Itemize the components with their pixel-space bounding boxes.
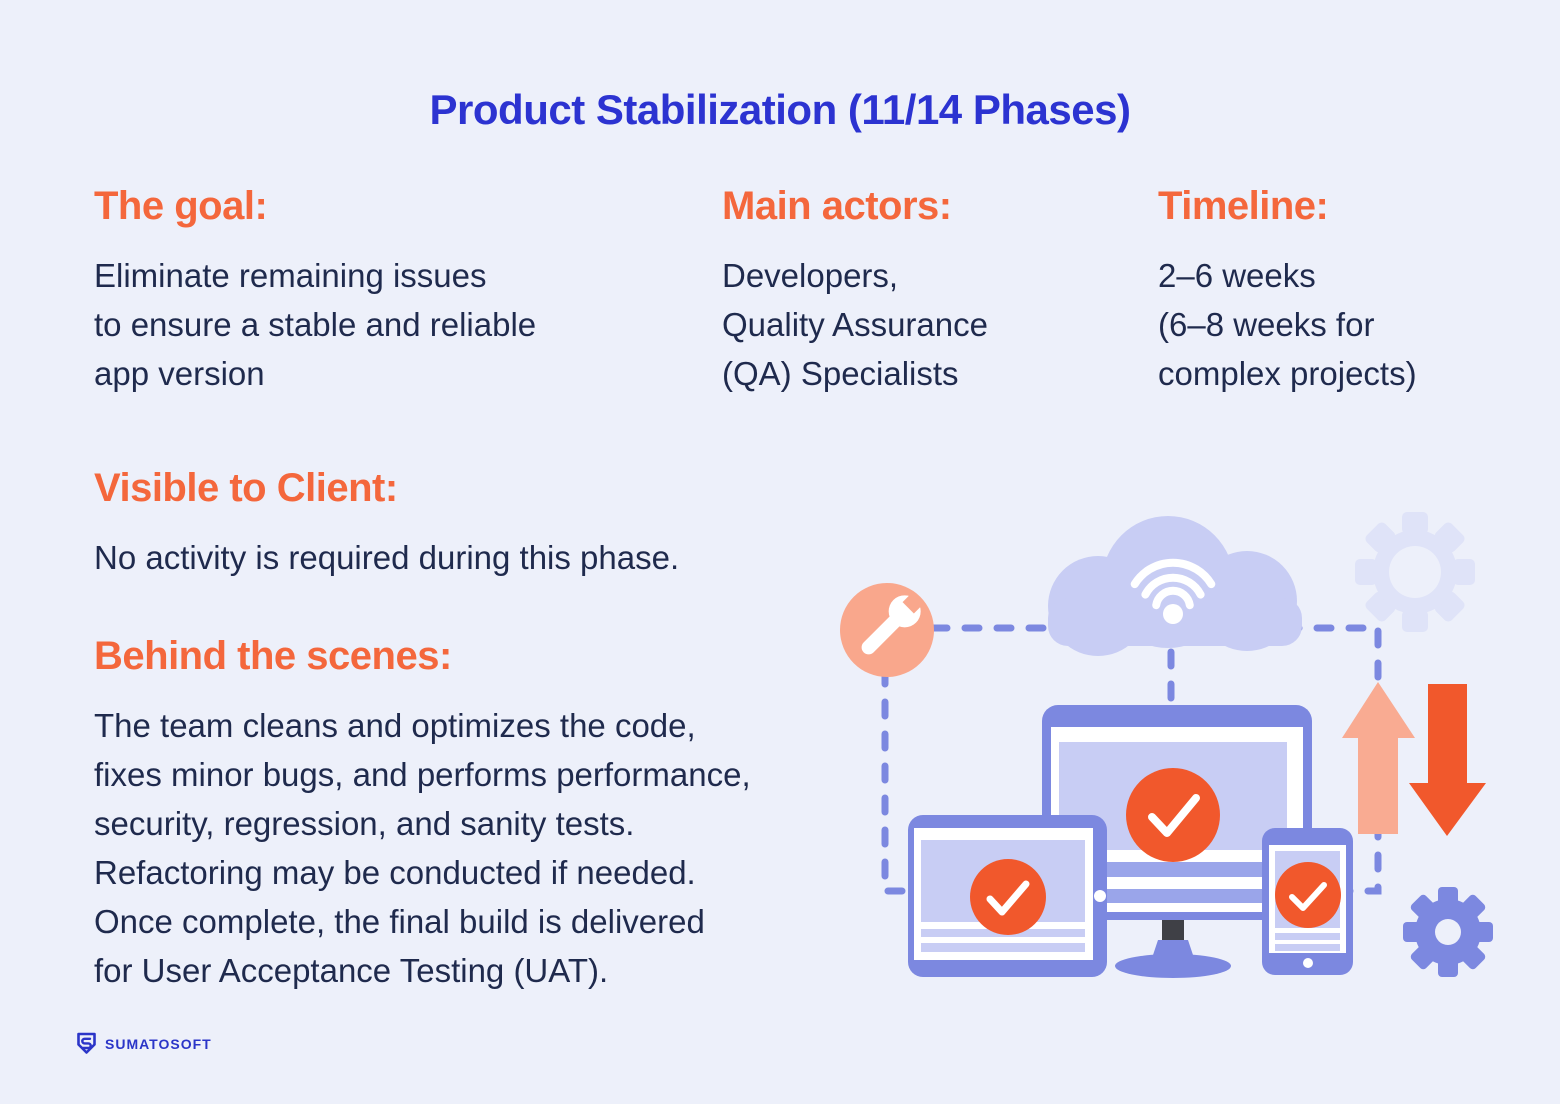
- tablet-icon: [908, 815, 1107, 977]
- check-badge: [970, 859, 1046, 935]
- timeline-heading: Timeline:: [1158, 184, 1329, 228]
- section-main-actors: Main actors: Developers, Quality Assuran…: [722, 184, 1152, 398]
- main-actors-heading: Main actors:: [722, 184, 952, 228]
- goal-body: Eliminate remaining issues to ensure a s…: [94, 257, 537, 392]
- check-badge: [1126, 768, 1220, 862]
- behind-the-scenes-heading: Behind the scenes:: [94, 634, 452, 678]
- checkmark-icon: [1289, 882, 1327, 911]
- section-timeline: Timeline: 2–6 weeks (6–8 weeks for compl…: [1158, 184, 1558, 398]
- wifi-icon: [1130, 558, 1216, 610]
- sumatosoft-logo: SUMATOSOFT: [76, 1032, 212, 1055]
- phone-icon: [1262, 828, 1353, 975]
- down-arrow-icon: [1409, 684, 1486, 836]
- timeline-body: 2–6 weeks (6–8 weeks for complex project…: [1158, 257, 1417, 392]
- wrench-icon: [840, 583, 934, 677]
- monitor-base: [1115, 954, 1231, 978]
- page-title: Product Stabilization (11/14 Phases): [429, 86, 1131, 134]
- goal-heading: The goal:: [94, 184, 268, 228]
- cloud-icon: [1048, 516, 1302, 656]
- monitor-neck: [1162, 918, 1184, 942]
- tablet-camera-dot: [1094, 890, 1106, 902]
- visible-to-client-heading: Visible to Client:: [94, 466, 398, 510]
- gear-icon: [1403, 887, 1493, 977]
- gear-outline-icon: [1355, 512, 1475, 632]
- sumatosoft-logo-icon: [77, 1032, 96, 1054]
- section-goal: The goal: Eliminate remaining issues to …: [94, 184, 694, 398]
- checkmark-icon: [986, 880, 1030, 916]
- checkmark-icon: [1148, 794, 1200, 837]
- main-actors-body: Developers, Quality Assurance (QA) Speci…: [722, 257, 988, 392]
- section-visible-to-client: Visible to Client: No activity is requir…: [94, 466, 914, 582]
- wifi-dot: [1163, 604, 1183, 624]
- behind-the-scenes-body: The team cleans and optimizes the code, …: [94, 707, 751, 989]
- up-arrow-icon: [1342, 682, 1415, 834]
- check-badge: [1275, 862, 1341, 928]
- devices-testing-illustration: [840, 512, 1493, 978]
- phone-home-dot: [1303, 958, 1313, 968]
- sumatosoft-logo-text: SUMATOSOFT: [105, 1035, 212, 1052]
- section-behind-the-scenes: Behind the scenes: The team cleans and o…: [94, 634, 934, 995]
- visible-to-client-body: No activity is required during this phas…: [94, 539, 680, 576]
